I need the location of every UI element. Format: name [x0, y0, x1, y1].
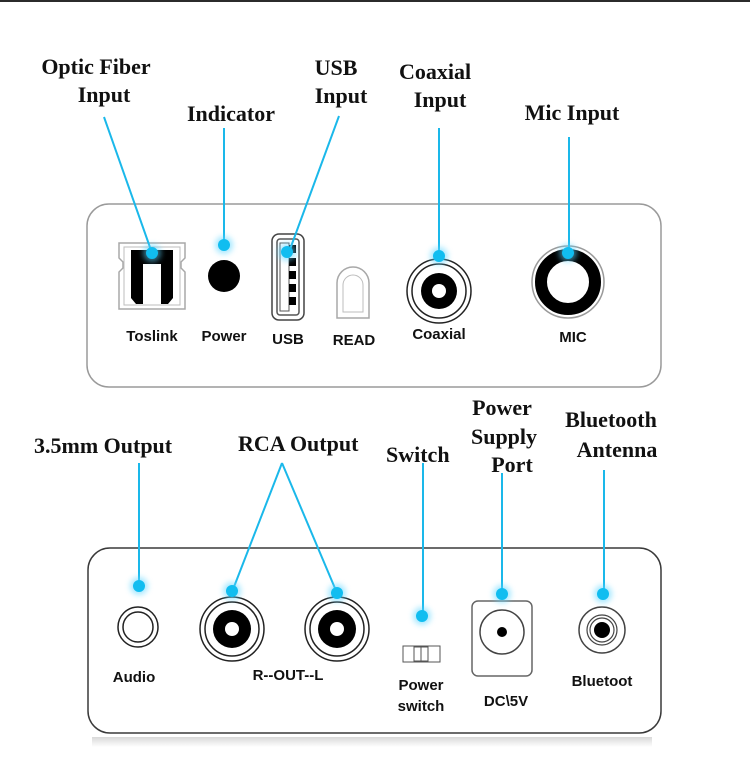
top-panel: Toslink Power USB READ Coaxial MIC: [86, 203, 662, 388]
dc-label: DC\5V: [484, 693, 528, 710]
power-switch-label-line2: switch: [398, 698, 445, 715]
audio-jack: [117, 606, 159, 648]
callout-power-supply-line1: Power: [472, 395, 532, 420]
callout-usb-line2: Input: [315, 83, 368, 108]
bluetooth-label: Bluetoot: [572, 673, 633, 690]
rca-left-jack: [304, 596, 370, 662]
callout-3-5mm-output: 3.5mm Output: [34, 433, 173, 458]
callout-mic-input: Mic Input: [525, 100, 620, 125]
power-label: Power: [201, 328, 246, 345]
callout-optic-fiber-line1: Optic Fiber: [41, 54, 151, 79]
toslink-label: Toslink: [126, 328, 178, 345]
coaxial-label: Coaxial: [412, 326, 465, 343]
callout-bluetooth-line2: Antenna: [577, 437, 658, 462]
rca-label: R--OUT--L: [253, 667, 324, 684]
marker-dot-audio: [133, 580, 145, 592]
bottom-panel: Audio R--OUT--L Power switch DC\5V Bluet…: [87, 547, 662, 747]
callout-power-supply-line2: Supply: [471, 424, 537, 449]
power-switch: [402, 645, 441, 663]
marker-dot-rca-right: [226, 585, 238, 597]
top-border: [0, 0, 750, 2]
mic-label: MIC: [559, 329, 587, 346]
callout-power-supply-line3: Port: [491, 452, 533, 477]
coaxial-port: [406, 258, 472, 324]
marker-dot-rca-left: [331, 587, 343, 599]
callout-indicator: Indicator: [187, 101, 275, 126]
marker-dot-usb: [281, 246, 293, 258]
marker-dot-switch: [416, 610, 428, 622]
usb-label: USB: [272, 331, 304, 348]
power-indicator: [208, 260, 240, 292]
callout-bluetooth-line1: Bluetooth: [565, 407, 657, 432]
leader-usb: [288, 115, 340, 253]
read-label: READ: [333, 332, 376, 349]
bottom-leaders: [130, 462, 612, 625]
toslink-port: [118, 242, 186, 310]
bottom-callouts: 3.5mm Output RCA Output Switch Power Sup…: [34, 395, 657, 477]
bluetooth-antenna-connector: [578, 606, 626, 654]
leader-rca-right: [231, 462, 283, 593]
marker-dot-toslink: [146, 247, 158, 259]
marker-dot-bluetooth: [597, 588, 609, 600]
top-callouts: Optic Fiber Input Indicator USB Input Co…: [41, 54, 620, 126]
leader-optic-fiber: [103, 116, 153, 254]
power-switch-label-line1: Power: [398, 677, 443, 694]
marker-dot-mic: [562, 247, 574, 259]
callout-switch: Switch: [386, 442, 450, 467]
callout-optic-fiber-line2: Input: [78, 82, 131, 107]
marker-dot-dc: [496, 588, 508, 600]
callout-coaxial-line1: Coaxial: [399, 59, 471, 84]
rca-right-jack: [199, 596, 265, 662]
marker-dot-coaxial: [433, 250, 445, 262]
marker-dot-indicator: [218, 239, 230, 251]
top-leaders: [103, 115, 577, 265]
read-slot: [336, 266, 370, 319]
callout-rca-output: RCA Output: [238, 431, 359, 456]
audio-label: Audio: [113, 669, 156, 686]
bottom-panel-frame: [87, 547, 662, 734]
leader-rca-left: [281, 462, 338, 594]
dc-port: [471, 600, 533, 677]
callout-usb-line1: USB: [315, 55, 358, 80]
panel-shadow: [92, 737, 652, 747]
callout-coaxial-line2: Input: [414, 87, 467, 112]
